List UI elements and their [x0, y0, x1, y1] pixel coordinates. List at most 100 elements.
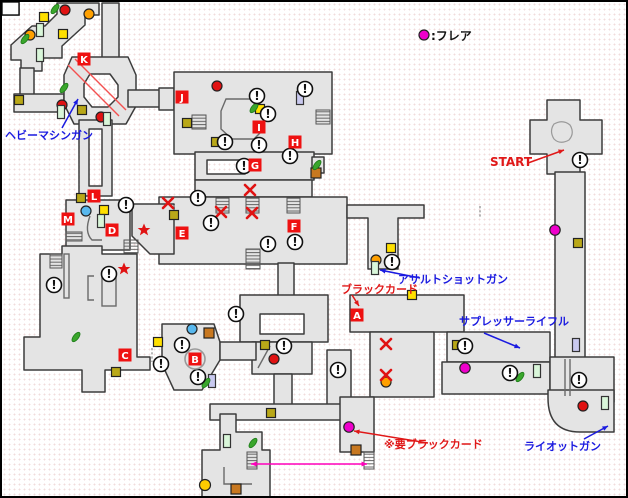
exclamation-circle [152, 355, 170, 373]
objective-exclamation-marker: ! [152, 355, 170, 373]
objective-exclamation-marker: ! [202, 214, 220, 232]
red-route-line [74, 58, 127, 111]
item-green-rect [600, 395, 610, 411]
item-green-rect [35, 47, 45, 63]
item-olive-square [259, 339, 271, 351]
exclamation-glyph: ! [208, 216, 213, 230]
black-card-required-label: ※要ブラックカード [384, 437, 483, 451]
item-green-rect [370, 260, 380, 276]
red-x-marker [243, 183, 257, 197]
objective-exclamation-marker: ! [100, 265, 118, 283]
objective-exclamation-marker: ! [189, 368, 207, 386]
waypoint-glyph: F [291, 222, 298, 233]
exclamation-glyph: ! [158, 357, 163, 371]
exclamation-circle [250, 136, 268, 154]
item-olive-square [181, 117, 193, 129]
waypoint-box [175, 90, 189, 104]
exclamation-circle [227, 305, 245, 323]
flare-marker [343, 421, 355, 433]
route-lines-layer [67, 58, 127, 117]
exclamation-circle [248, 87, 266, 105]
waypoint-letter-e: E [175, 226, 189, 240]
item-green-rect [56, 104, 66, 120]
item-red-circle [577, 400, 589, 412]
black-card-label: ブラックカード [341, 282, 418, 296]
exclamation-circle [259, 235, 277, 253]
start-label: START [490, 155, 533, 169]
waypoint-glyph: G [251, 161, 259, 172]
exclamation-glyph: ! [179, 338, 184, 352]
waypoint-box [252, 120, 266, 134]
flare-marker [459, 362, 471, 374]
objective-exclamation-marker: ! [296, 80, 314, 98]
start-arrow [527, 149, 565, 164]
exclamation-glyph: ! [265, 107, 270, 121]
waypoint-box [118, 348, 132, 362]
waypoint-letter-i: I [252, 120, 266, 134]
red-x-marker [245, 206, 259, 220]
objective-exclamation-marker: ! [250, 136, 268, 154]
waypoint-glyph: D [108, 226, 116, 237]
objective-exclamation-marker: ! [286, 233, 304, 251]
exclamation-circle [570, 371, 588, 389]
objective-exclamation-marker: ! [259, 105, 277, 123]
exclamation-circle [189, 368, 207, 386]
objective-exclamation-marker: ! [173, 336, 191, 354]
herb-leaf-icon [248, 437, 258, 449]
exclamation-circle [100, 265, 118, 283]
exclamation-circle [383, 253, 401, 271]
waypoint-letter-k: K [77, 52, 91, 66]
exclamation-glyph: ! [287, 149, 292, 163]
exclamation-glyph: ! [195, 191, 200, 205]
flare-marker [549, 224, 561, 236]
flare-legend-label: :フレア [431, 29, 472, 43]
item-olive-square [265, 407, 277, 419]
waypoint-letter-j: J [175, 90, 189, 104]
item-green-rect [35, 22, 45, 38]
red-x-marker [379, 337, 393, 351]
exclamation-glyph: ! [241, 159, 246, 173]
exclamation-glyph: ! [335, 363, 340, 377]
objective-exclamation-marker: ! [248, 87, 266, 105]
waypoint-box [248, 158, 262, 172]
waypoint-letter-h: H [288, 135, 302, 149]
assault-shotgun-arrow [379, 269, 421, 279]
exclamation-glyph: ! [265, 237, 270, 251]
exclamation-glyph: ! [281, 339, 286, 353]
waypoint-box [61, 212, 75, 226]
exclamation-glyph: ! [254, 89, 259, 103]
labels-layer: ヘビーマシンガンアサルトショットガンブラックカードサプレッサーライフルライオット… [5, 128, 601, 453]
item-olive-square [168, 209, 180, 221]
waypoint-letter-c: C [118, 348, 132, 362]
red-x-marker [214, 205, 228, 219]
waypoint-glyph: K [80, 55, 89, 66]
waypoint-box [188, 352, 202, 366]
objective-exclamation-marker: ! [275, 337, 293, 355]
item-green-rect [532, 363, 542, 379]
arrowhead [380, 268, 386, 274]
exclamation-circle [189, 189, 207, 207]
objective-exclamation-marker: ! [117, 196, 135, 214]
waypoint-glyph: H [291, 138, 299, 149]
arrowhead [361, 461, 367, 467]
item-olive-square [110, 366, 122, 378]
exclamation-glyph: ! [256, 138, 261, 152]
objective-exclamation-marker: ! [259, 235, 277, 253]
item-red-circle [268, 353, 280, 365]
waypoint-glyph: A [353, 311, 361, 322]
item-cyan-circle [80, 205, 92, 217]
item-green-rect [222, 433, 232, 449]
item-yellow-square [152, 336, 164, 348]
objective-exclamation-marker: ! [227, 305, 245, 323]
herb-leaf-icon [515, 371, 525, 383]
exclamation-glyph: ! [123, 198, 128, 212]
item-yellow-square [38, 11, 50, 23]
objective-exclamation-marker: ! [329, 361, 347, 379]
item-olive-square [13, 94, 25, 106]
waypoint-letter-f: F [287, 219, 301, 233]
item-orange-square [203, 327, 215, 339]
waypoint-letter-a: A [350, 308, 364, 322]
exclamation-glyph: ! [576, 373, 581, 387]
